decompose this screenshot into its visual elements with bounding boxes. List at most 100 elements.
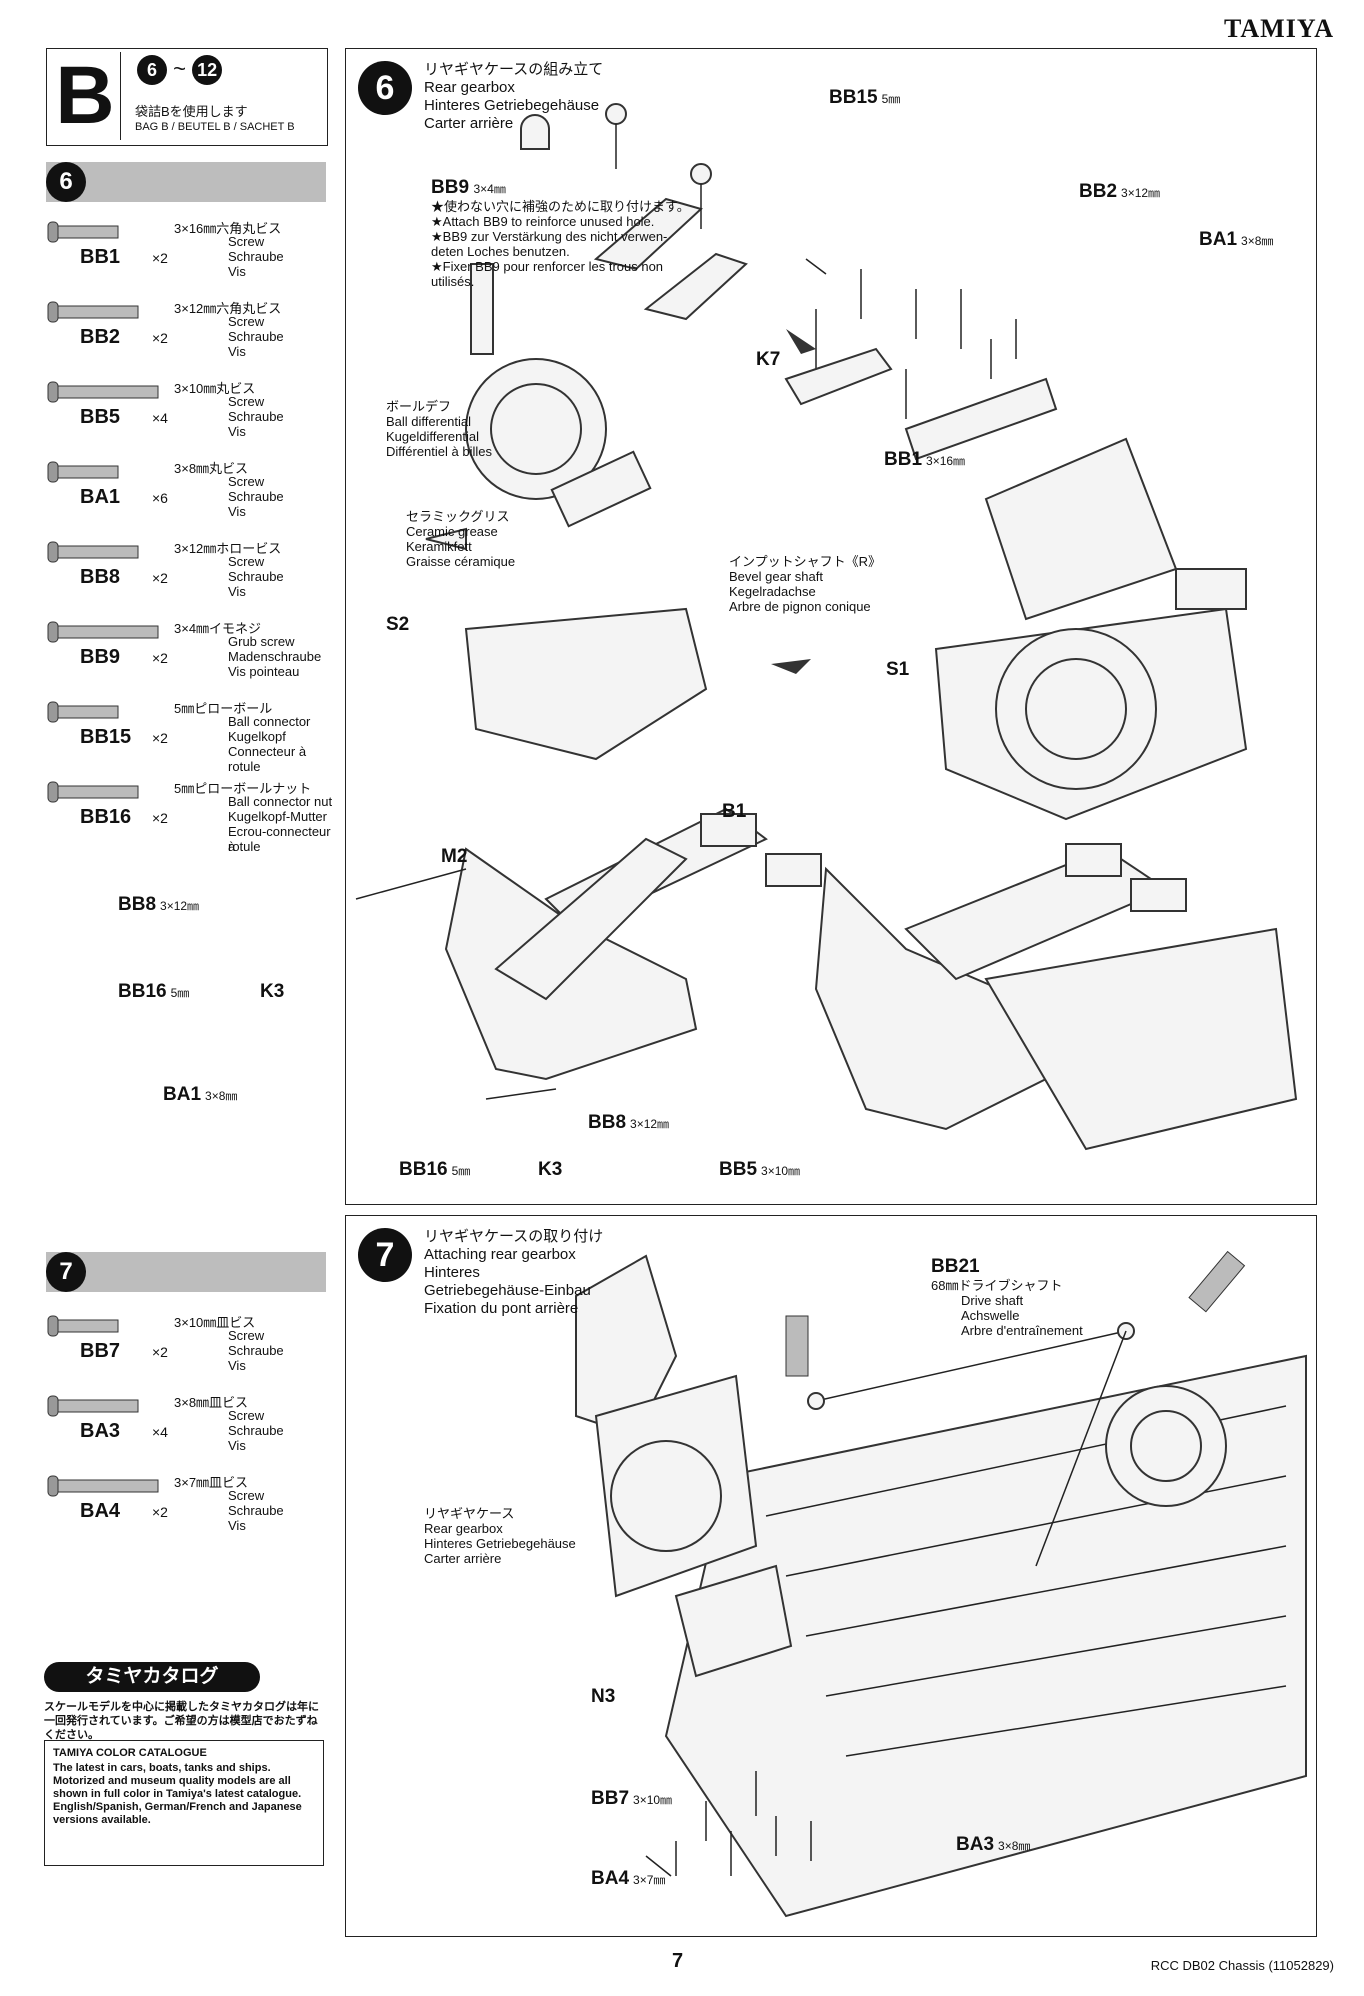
catalog-body: The latest in cars, boats, tanks and shi… [53, 1762, 302, 1826]
part-qty: ×2 [152, 810, 168, 826]
label-bb1-code: BB1 [884, 449, 923, 470]
k7-arm-drawing [520, 103, 748, 321]
part-lang-line: Schraube [228, 1343, 284, 1358]
label-bb7-code: BB7 [591, 1788, 630, 1809]
catalog-jp: スケールモデルを中心に掲載したタミヤカタログは年に一回発行されています。ご希望の… [44, 1701, 319, 1741]
step7-title-en: Attaching rear gearbox [424, 1246, 576, 1263]
screw-icon [47, 461, 119, 483]
step7-parts-bar: 7 [46, 1252, 326, 1292]
bb9-note-line-5: ★Fixer BB9 pour renforcer les trous non [431, 259, 664, 274]
gearbox-s2-drawing [425, 263, 708, 761]
part-code: BA1 [80, 486, 121, 508]
bb21-code: BB21 [931, 1256, 980, 1277]
label-ba4-code: BA4 [591, 1868, 630, 1889]
part-lang-line: Screw [228, 1408, 265, 1423]
part-lang-line: Vis [228, 1518, 246, 1533]
part-qty: ×2 [152, 650, 168, 666]
part-lang-line: Screw [228, 554, 265, 569]
ball-diff-de: Kugeldifferential [386, 429, 479, 444]
part-lang-line: Connecteur à rotule [228, 744, 307, 774]
part-lang-line: Schraube [228, 1503, 284, 1518]
bb9-note-line-2: ★Attach BB9 to reinforce unused hole. [431, 214, 655, 229]
label-ba3-code: BA3 [956, 1834, 995, 1855]
label-bb7-size: 3×10㎜ [633, 1793, 673, 1807]
part-code: BB2 [80, 326, 121, 348]
part-spec: 5㎜ピローボール [174, 701, 273, 716]
part-qty: ×4 [152, 410, 168, 426]
step7-illustration [575, 1250, 1307, 1918]
step6-panel: 6 リヤギヤケースの組み立て Rear gearbox Hinteres Get… [118, 48, 1317, 1205]
bb9-note-code: BB9 [431, 177, 470, 198]
label-bb1-size: 3×16㎜ [926, 454, 966, 468]
part-lang-line: Ecrou-connecteur à [228, 824, 331, 854]
catalog-box: TAMIYA COLOR CATALOGUE The latest in car… [44, 1740, 324, 1866]
ball-diff-fr: Différentiel à billes [386, 444, 492, 459]
label-bb15-size: 5㎜ [881, 92, 901, 106]
part-qty: ×6 [152, 490, 168, 506]
step6-title-en: Rear gearbox [424, 79, 515, 96]
rear-gearbox-de: Hinteres Getriebegehäuse [424, 1536, 576, 1551]
step7-title: リヤギヤケースの取り付け Attaching rear gearbox Hint… [424, 1228, 603, 1318]
grease-label: セラミックグリス Ceramic grease Keramikfett Grai… [406, 509, 515, 569]
part-qty: ×2 [152, 1344, 168, 1360]
part-code: BB1 [80, 246, 121, 268]
step7-panel: 7 リヤギヤケースの取り付け Attaching rear gearbox Hi… [345, 1215, 1317, 1937]
bb21-fr: Arbre d'entraînement [961, 1323, 1083, 1338]
part-code: BB15 [80, 726, 132, 748]
label-bb16-left-size: 5㎜ [170, 986, 190, 1000]
bulkhead-assembled-drawing [814, 843, 1298, 1151]
part-spec: 3×12㎜六角丸ビス [174, 301, 282, 316]
part-qty: ×2 [152, 570, 168, 586]
step6-illustration [355, 103, 1298, 1151]
bb21-jp: 68㎜ドライブシャフト [931, 1278, 1063, 1293]
step-range-from: 6 [137, 55, 167, 85]
part-lang-line: Vis [228, 424, 246, 439]
step7-title-de-2: Getriebegehäuse-Einbau [424, 1282, 591, 1299]
bag-box: B 6 ~ 12 袋詰Bを使用します BAG B / BEUTEL B / SA… [46, 48, 328, 146]
part-lang-line: Vis [228, 1358, 246, 1373]
part-code: BB9 [80, 646, 121, 668]
ball-diff-label: ボールデフ Ball differential Kugeldifferentia… [386, 399, 492, 459]
label-bb8-left-code: BB8 [118, 894, 157, 915]
label-bb8-right-size: 3×12㎜ [630, 1117, 670, 1131]
screw-icon [47, 621, 159, 643]
step7-title-de-1: Hinteres [424, 1264, 480, 1281]
part-spec: 3×10㎜皿ビス [174, 1315, 256, 1330]
part-lang-line: Screw [228, 474, 265, 489]
label-ba1-top-code: BA1 [1199, 229, 1238, 250]
bb9-note-line-4: deten Loches benutzen. [431, 244, 570, 259]
label-k3-bottom: K3 [538, 1159, 563, 1180]
rear-gearbox-label: リヤギヤケース Rear gearbox Hinteres Getriebege… [424, 1506, 576, 1566]
label-ba1-top-size: 3×8㎜ [1241, 234, 1274, 248]
input-shaft-de: Kegelradachse [729, 584, 816, 599]
part-lang-line: Vis [228, 344, 246, 359]
screw-icon [47, 1395, 139, 1417]
grease-en: Ceramic grease [406, 524, 498, 539]
step6-title-fr: Carter arrière [424, 115, 514, 132]
bb9-note-size: 3×4㎜ [473, 182, 506, 196]
screw-icon [47, 301, 139, 323]
screw-icon [47, 221, 119, 243]
front-diff-drawing [1105, 1385, 1227, 1507]
part-lang-line: Madenschraube [228, 649, 322, 664]
step6-number: 6 [358, 61, 412, 115]
step7-parts-num: 7 [46, 1252, 86, 1292]
label-ba1-bottom-size: 3×8㎜ [205, 1089, 238, 1103]
part-lang-line: Screw [228, 1488, 265, 1503]
part-spec: 3×12㎜ホロービス [174, 541, 282, 556]
grease-de: Keramikfett [406, 539, 472, 554]
label-s1: S1 [886, 659, 910, 680]
catalog-pill: タミヤカタログ [44, 1662, 260, 1692]
step7-title-fr: Fixation du pont arrière [424, 1300, 579, 1317]
bag-en: BAG B / BEUTEL B / SACHET B [135, 121, 295, 133]
label-k3-left: K3 [260, 981, 285, 1002]
grease-fr: Graisse céramique [406, 554, 516, 569]
